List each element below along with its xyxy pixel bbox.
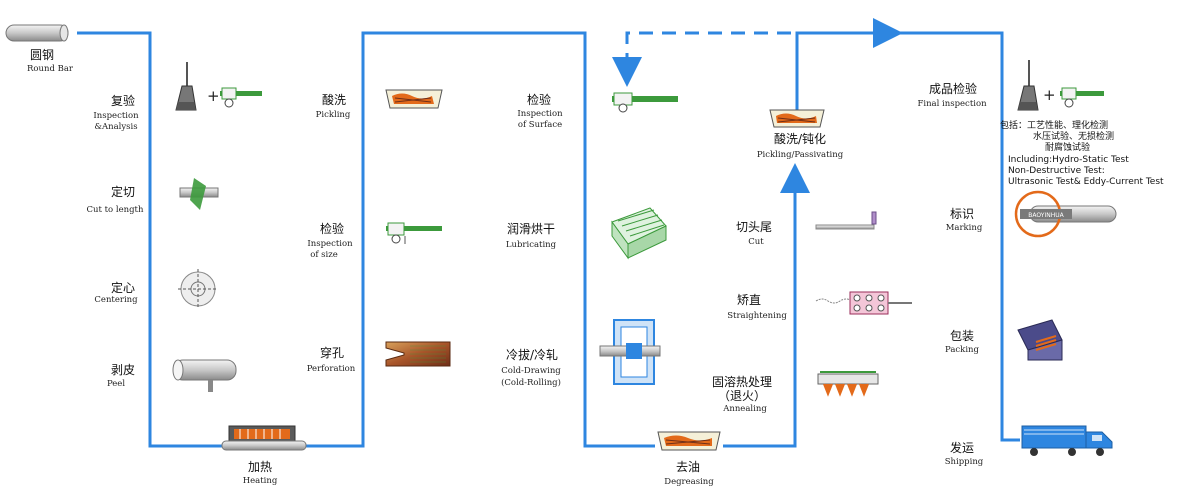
stamp-icon: BAOYINHUA xyxy=(1014,190,1117,238)
pickling-zh: 酸洗 xyxy=(322,92,346,107)
furnace-icon xyxy=(221,425,307,451)
inspection-en-1: Inspection xyxy=(93,111,139,121)
inspection-surface-en-2: of Surface xyxy=(518,120,562,130)
truck-icon xyxy=(1021,425,1113,456)
crosshair-icon xyxy=(178,269,218,309)
flow-lines xyxy=(77,18,1020,448)
flow-line-right xyxy=(888,31,1020,442)
round-bar-zh: 圆钢 xyxy=(30,48,54,62)
flow-line-column-2-3 xyxy=(305,31,655,448)
caliper-icon xyxy=(612,92,678,113)
package-icon xyxy=(1017,319,1063,361)
includes-en-3: Ultrasonic Test& Eddy-Current Test xyxy=(1008,177,1164,187)
pickling-tank-icon xyxy=(769,109,825,128)
cut-en: Cut xyxy=(748,237,764,247)
lubricating-zh: 润滑烘干 xyxy=(507,222,555,236)
flow-line-column-1 xyxy=(77,31,225,448)
lubricating-en: Lubricating xyxy=(506,240,557,250)
cut-zh: 切头尾 xyxy=(736,220,772,234)
inspection-surface-zh: 检验 xyxy=(527,92,551,107)
annealing-furnace-icon xyxy=(817,371,879,397)
caliper-icon xyxy=(1060,87,1104,108)
final-inspection-zh: 成品检验 xyxy=(929,81,977,96)
stamp-text: BAOYINHUA xyxy=(1028,212,1064,219)
packing-zh: 包装 xyxy=(950,329,974,343)
caliper-icon xyxy=(386,222,442,244)
plus-sign: + xyxy=(207,87,220,105)
roller-straightener-icon xyxy=(815,291,912,315)
degreasing-zh: 去油 xyxy=(676,460,700,474)
drawing-machine-icon xyxy=(599,319,661,385)
pickling-tank-icon xyxy=(657,431,721,451)
centering-zh: 定心 xyxy=(111,280,135,295)
includes-zh-1: 包括：工艺性能、理化检测 xyxy=(1000,119,1108,131)
drying-rack-icon xyxy=(611,207,667,260)
shipping-zh: 发运 xyxy=(950,440,974,455)
includes-en-2: Non-Destructive Test: xyxy=(1008,166,1105,176)
includes-en-1: Including:Hydro-Static Test xyxy=(1008,155,1129,165)
flow-line-top xyxy=(795,18,903,112)
flow-line-up xyxy=(723,163,810,448)
inspection-size-en-2: of size xyxy=(310,250,338,260)
shipping-en: Shipping xyxy=(945,457,984,467)
cut-tube-icon xyxy=(815,211,877,230)
cut-to-length-zh: 定切 xyxy=(111,184,135,199)
cold-drawing-en-1: Cold-Drawing xyxy=(501,366,561,376)
inspection-surface-en-1: Inspection xyxy=(517,109,563,119)
cold-drawing-zh: 冷拔/冷轧 xyxy=(506,347,558,362)
caliper-icon xyxy=(220,87,262,108)
flask-icon xyxy=(1017,60,1039,111)
inspection-en-2: &Analysis xyxy=(94,122,137,132)
annealing-zh-1: 固溶热处理 xyxy=(712,374,772,389)
pickling-en: Pickling xyxy=(316,110,351,120)
plus-sign: + xyxy=(1043,86,1056,104)
round-bar-en: Round Bar xyxy=(27,64,74,74)
perforation-die-icon xyxy=(385,341,451,367)
degreasing-en: Degreasing xyxy=(664,477,714,487)
flow-line-dashed-return xyxy=(612,31,791,87)
marking-en: Marking xyxy=(946,223,983,233)
inspection-size-zh: 检验 xyxy=(320,221,344,236)
annealing-zh-2: （退火） xyxy=(718,389,766,403)
final-inspection-en: Final inspection xyxy=(917,99,987,109)
straightening-en: Straightening xyxy=(727,311,787,321)
pickling-passivating-en: Pickling/Passivating xyxy=(757,150,844,160)
pickling-passivating-zh: 酸洗/钝化 xyxy=(774,131,826,146)
includes-zh-2: 水压试验、无损检测 xyxy=(1033,130,1114,142)
packing-en: Packing xyxy=(945,345,980,355)
annealing-en: Annealing xyxy=(722,404,767,414)
cold-drawing-en-2: (Cold-Rolling) xyxy=(501,377,561,388)
peel-en: Peel xyxy=(107,379,125,389)
cutter-icon xyxy=(179,178,219,210)
perforation-en: Perforation xyxy=(307,364,356,374)
peel-zh: 剥皮 xyxy=(111,363,135,377)
inspection-size-en-1: Inspection xyxy=(307,239,353,249)
heating-en: Heating xyxy=(243,476,278,486)
straightening-zh: 矫直 xyxy=(737,292,761,307)
inspection-zh: 复验 xyxy=(111,93,135,108)
centering-en: Centering xyxy=(94,295,138,305)
heating-zh: 加热 xyxy=(248,460,272,474)
pickling-tank-icon xyxy=(385,89,443,109)
round-bar-icon xyxy=(5,24,69,42)
cut-to-length-en: Cut to length xyxy=(87,205,144,215)
includes-zh-3: 耐腐蚀试验 xyxy=(1045,141,1090,153)
marking-zh: 标识 xyxy=(950,207,974,221)
flask-icon xyxy=(175,62,197,111)
peel-bar-icon xyxy=(172,359,237,392)
perforation-zh: 穿孔 xyxy=(320,345,344,360)
